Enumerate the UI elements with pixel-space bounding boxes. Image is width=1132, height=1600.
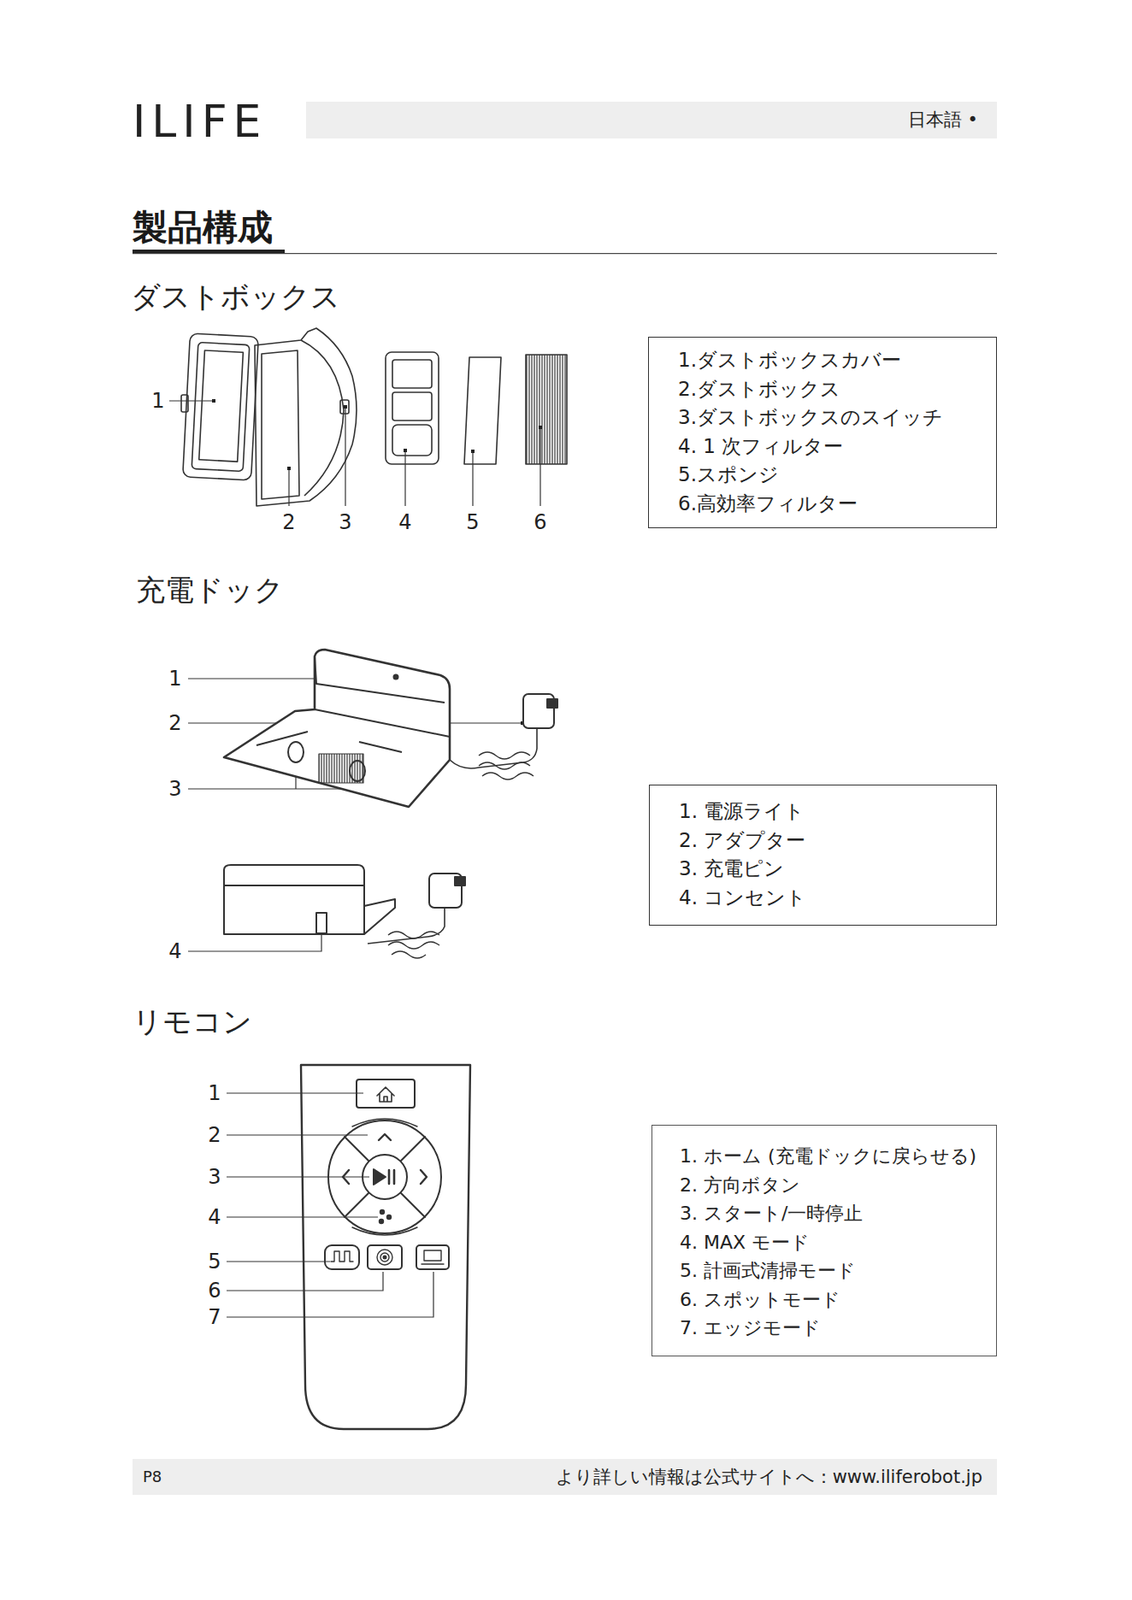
legend-item: 4. MAX モード: [679, 1228, 997, 1258]
legend-item: 5.スポンジ: [678, 460, 997, 490]
legend-item: 3. 充電ピン: [678, 854, 997, 885]
charging-dock-drawing: [224, 649, 558, 808]
section-heading: ダストボックス: [130, 282, 341, 312]
page-number: P8: [142, 1459, 162, 1496]
callout-number: 3: [168, 778, 182, 800]
callout-number: 4: [168, 941, 182, 962]
callout-number: 5: [207, 1251, 221, 1273]
footer-band: P8 より詳しい情報は公式サイトへ：www.iliferobot.jp: [132, 1459, 997, 1496]
callout-number: 7: [207, 1307, 221, 1328]
legend-item: 4. 1 次フィルター: [678, 432, 997, 462]
callout-number: 4: [207, 1207, 221, 1228]
legend-item: 2. アダプター: [678, 826, 997, 856]
title-rule: [132, 249, 997, 254]
header-band: 日本語 •: [306, 101, 997, 139]
callout-number: 1: [168, 668, 182, 690]
remote-drawing: [300, 1065, 471, 1430]
legend-item: 3.ダストボックスのスイッチ: [678, 403, 997, 433]
callout-number: 4: [398, 512, 412, 533]
legend-item: 2.ダストボックス: [678, 375, 997, 405]
legend-item: 6. スポットモード: [679, 1285, 997, 1315]
legend-item: 5. 計画式清掃モード: [679, 1256, 997, 1286]
legend-box: 1.ダストボックスカバー2.ダストボックス3.ダストボックスのスイッチ4. 1 …: [648, 336, 997, 529]
section-heading: 充電ドック: [135, 575, 284, 605]
callout-number: 1: [151, 390, 165, 412]
legend-item: 6.高効率フィルター: [678, 489, 997, 519]
callout-number: 6: [207, 1280, 221, 1302]
legend-item: 2. 方向ボタン: [679, 1171, 997, 1201]
legend-item: 3. スタート/一時停止: [679, 1199, 997, 1229]
legend-box: 1. ホーム (充電ドックに戻らせる)2. 方向ボタン3. スタート/一時停止4…: [651, 1125, 997, 1357]
callout-number: 6: [533, 512, 547, 533]
page-title: 製品構成: [132, 210, 273, 246]
charging-dock-rear-drawing: [224, 865, 466, 959]
callout-number: 2: [168, 713, 182, 734]
section-heading: リモコン: [132, 1007, 253, 1037]
dust-box-drawing: [181, 328, 567, 507]
callout-number: 2: [207, 1125, 221, 1146]
callout-number: 3: [207, 1167, 221, 1188]
legend-item: 1. 電源ライト: [678, 797, 997, 827]
callout-number: 5: [465, 512, 479, 533]
language-tag: 日本語 •: [306, 101, 979, 139]
legend-item: 4. コンセント: [678, 884, 997, 914]
callout-number: 1: [207, 1083, 221, 1104]
callout-number: 2: [282, 512, 295, 533]
leader-lines: [169, 400, 541, 1318]
legend-item: 7. エッジモード: [679, 1314, 997, 1344]
footer-note: より詳しい情報は公式サイトへ：www.iliferobot.jp: [555, 1459, 983, 1496]
brand-logo: ILIFE: [132, 99, 267, 144]
callout-number: 3: [338, 512, 352, 533]
legend-item: 1.ダストボックスカバー: [678, 346, 997, 376]
legend-item: 1. ホーム (充電ドックに戻らせる): [679, 1142, 997, 1172]
legend-box: 1. 電源ライト2. アダプター3. 充電ピン4. コンセント: [648, 784, 997, 926]
